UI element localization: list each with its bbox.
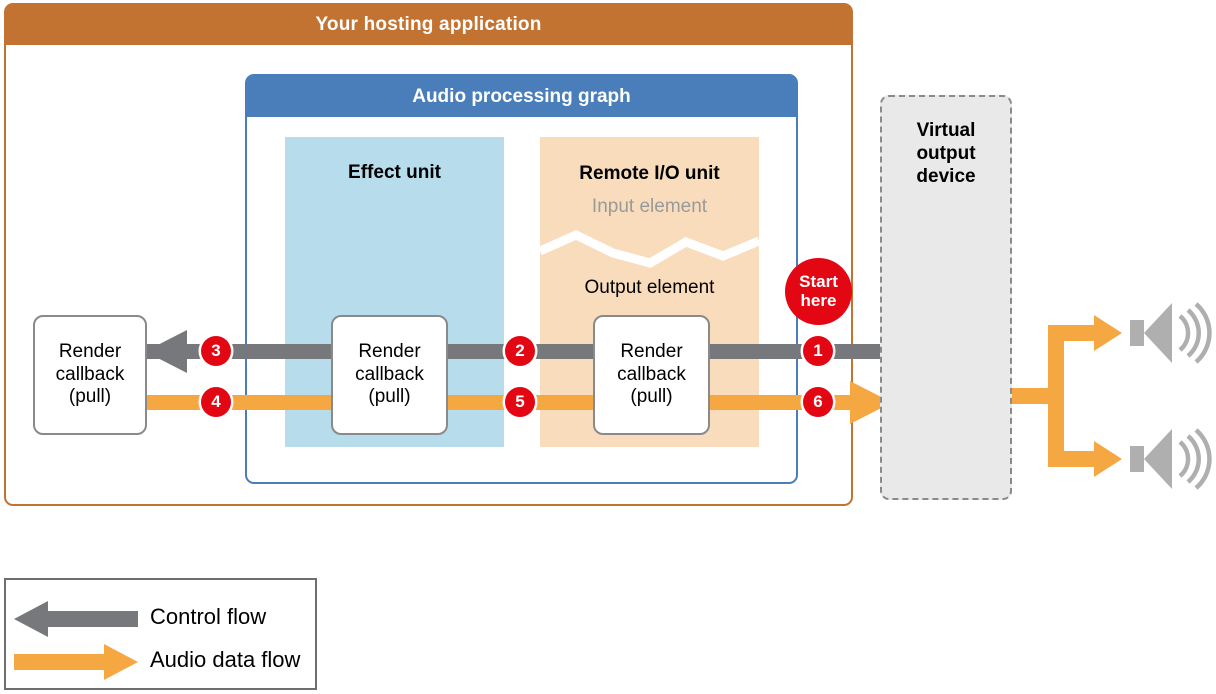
zigzag-divider-icon — [540, 230, 759, 268]
render-callback-line2: callback — [355, 363, 424, 385]
step-badge-2: 2 — [505, 336, 535, 366]
render-callback-box[interactable]: Render callback (pull) — [331, 315, 448, 435]
audio-data-flow-arrowhead-icon — [850, 381, 892, 424]
step-badge-1: 1 — [803, 336, 833, 366]
virtual-output-device-label: Virtual output device — [880, 119, 1012, 189]
virtual-output-device-line1: Virtual — [916, 120, 976, 141]
render-callback-box[interactable]: Render callback (pull) — [593, 315, 710, 435]
virtual-output-device-line2: output — [916, 143, 976, 165]
start-here-badge: Start here — [785, 258, 852, 325]
render-callback-line1: Render — [58, 340, 122, 362]
start-here-line1: Start — [799, 272, 838, 292]
speaker-output-wiring — [1012, 302, 1212, 490]
step-badge-4: 4 — [201, 387, 231, 417]
start-here-line2: here — [800, 290, 837, 310]
render-callback-line3: (pull) — [68, 386, 112, 408]
legend-audio-data-flow-label: Audio data flow — [150, 647, 301, 672]
effect-unit-title: Effect unit — [348, 162, 441, 183]
legend-control-flow-arrow-icon — [14, 601, 138, 637]
legend-control-flow-label: Control flow — [150, 604, 267, 629]
render-callback-box[interactable]: Render callback (pull) — [33, 315, 147, 435]
legend-box — [4, 578, 317, 690]
speaker-icon — [1130, 428, 1212, 490]
hosting-application-header: Your hosting application — [6, 5, 851, 45]
render-callback-line2: callback — [55, 363, 125, 385]
virtual-output-device-line3: device — [916, 166, 976, 188]
render-callback-line3: (pull) — [368, 386, 411, 408]
remote-io-output-element-label: Output element — [584, 277, 715, 298]
control-flow-arrowhead-icon — [145, 330, 187, 373]
render-callback-line3: (pull) — [630, 386, 673, 408]
virtual-output-device-box — [880, 95, 1012, 500]
render-callback-line2: callback — [617, 363, 686, 385]
audio-processing-graph-header: Audio processing graph — [247, 76, 796, 117]
legend-audio-data-flow-arrow-icon — [14, 644, 138, 680]
step-badge-5: 5 — [505, 387, 535, 417]
step-badge-6: 6 — [803, 387, 833, 417]
render-callback-line1: Render — [358, 340, 421, 362]
hosting-application-title: Your hosting application — [315, 14, 542, 35]
render-callback-line1: Render — [620, 340, 683, 362]
remote-io-unit-title: Remote I/O unit — [579, 163, 720, 184]
speaker-icon — [1130, 302, 1212, 364]
step-badge-3: 3 — [201, 336, 231, 366]
audio-splitter-icon — [1012, 315, 1122, 477]
remote-io-input-element-label: Input element — [591, 196, 708, 217]
audio-processing-graph-title: Audio processing graph — [412, 85, 631, 107]
